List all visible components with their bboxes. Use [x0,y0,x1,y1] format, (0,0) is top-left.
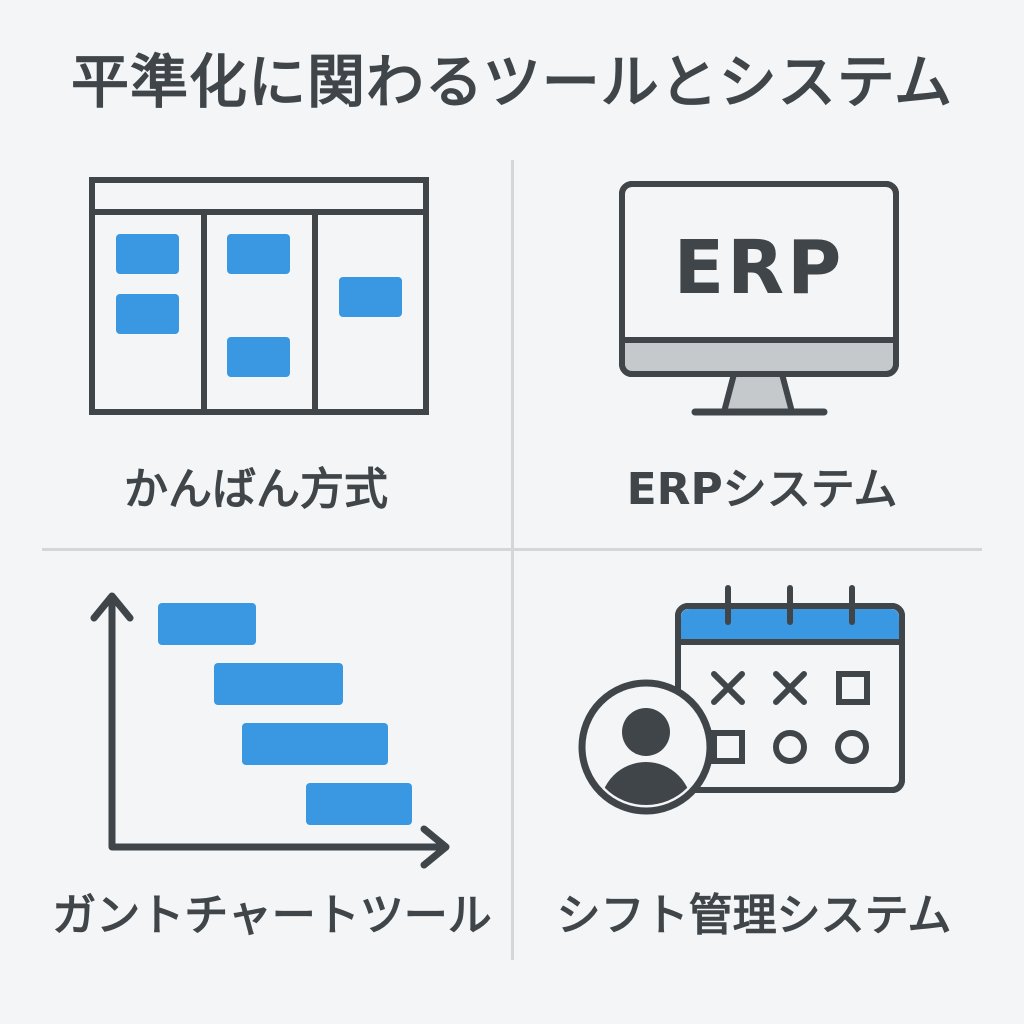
monitor-icon: ERP [619,181,899,416]
kanban-label: かんばん方式 [124,464,388,515]
cross-mark [773,671,807,705]
gantt-bar [242,723,388,765]
shift-label: シフト管理システム [556,890,952,941]
erp-section: ERP ERPシステム [512,160,1024,548]
monitor-screen-text: ERP [674,225,845,311]
kanban-card [339,277,402,317]
gantt-bar [214,663,343,705]
gantt-bar [306,783,412,825]
kanban-card [227,337,290,377]
shift-section: シフト管理システム [512,552,1024,992]
circle-mark [773,730,807,764]
cross-mark [711,671,745,705]
kanban-card [227,234,290,274]
gantt-chart-icon [90,592,450,869]
square-mark [711,730,745,764]
kanban-card [116,294,179,334]
calendar-icon [578,585,905,815]
gantt-bar [158,603,256,645]
erp-label: ERPシステム [626,464,898,515]
kanban-card [116,234,179,274]
kanban-board-icon [89,177,429,415]
gantt-section: ガントチャートツール [0,552,512,992]
horizontal-divider [42,548,982,551]
kanban-section: かんばん方式 [0,160,512,548]
vertical-divider [511,160,514,960]
circle-mark [835,730,869,764]
gantt-label: ガントチャートツール [52,890,492,941]
user-icon [578,679,714,815]
square-mark [836,671,870,705]
page-title: 平準化に関わるツールとシステム [70,48,954,116]
